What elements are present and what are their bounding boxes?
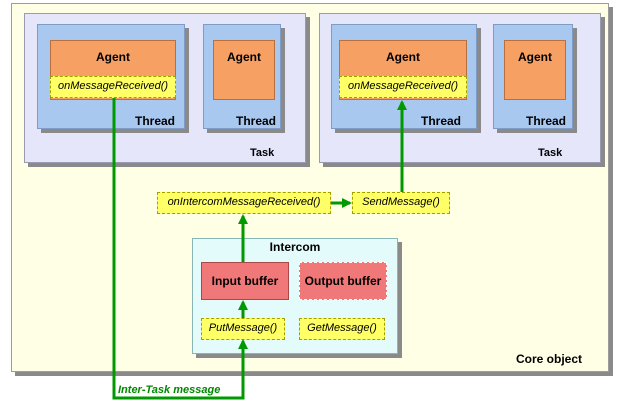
thread-left-main-label: Thread: [135, 114, 176, 128]
putmessage-label: PutMessage(): [208, 322, 278, 334]
inter-task-message-label: Inter-Task message: [118, 384, 221, 396]
sendmessage-callback: [352, 192, 450, 214]
onmessagereceived-left-label: onMessageReceived(): [57, 80, 169, 92]
sendmessage-label: SendMessage(): [362, 196, 440, 208]
agent-left-small-label: Agent: [227, 50, 261, 64]
task-left-label: Task: [250, 147, 275, 159]
agent-left-main-label: Agent: [96, 50, 130, 64]
core-object-label: Core object: [516, 352, 583, 366]
output-buffer-label: Output buffer: [304, 274, 382, 288]
onmessagereceived-left-callback: [50, 76, 176, 98]
onmessagereceived-right-callback: [339, 76, 467, 98]
onmessagereceived-right-label: onMessageReceived(): [347, 80, 459, 92]
agent-left-small: [213, 40, 275, 100]
getmessage-label: GetMessage(): [307, 322, 377, 334]
getmessage-callback: [299, 318, 385, 340]
onintercommessagereceived-label: onIntercomMessageReceived(): [167, 196, 321, 208]
thread-left-small-label: Thread: [236, 114, 277, 128]
intercom-title: Intercom: [269, 240, 321, 254]
agent-right-main-label: Agent: [386, 50, 420, 64]
output-buffer: [299, 262, 387, 300]
thread-right-main-label: Thread: [421, 114, 462, 128]
agent-right-small-label: Agent: [518, 50, 552, 64]
task-right-label: Task: [538, 147, 563, 159]
thread-right-small-label: Thread: [526, 114, 567, 128]
agent-right-small: [504, 40, 566, 100]
input-buffer-label: Input buffer: [211, 274, 279, 288]
